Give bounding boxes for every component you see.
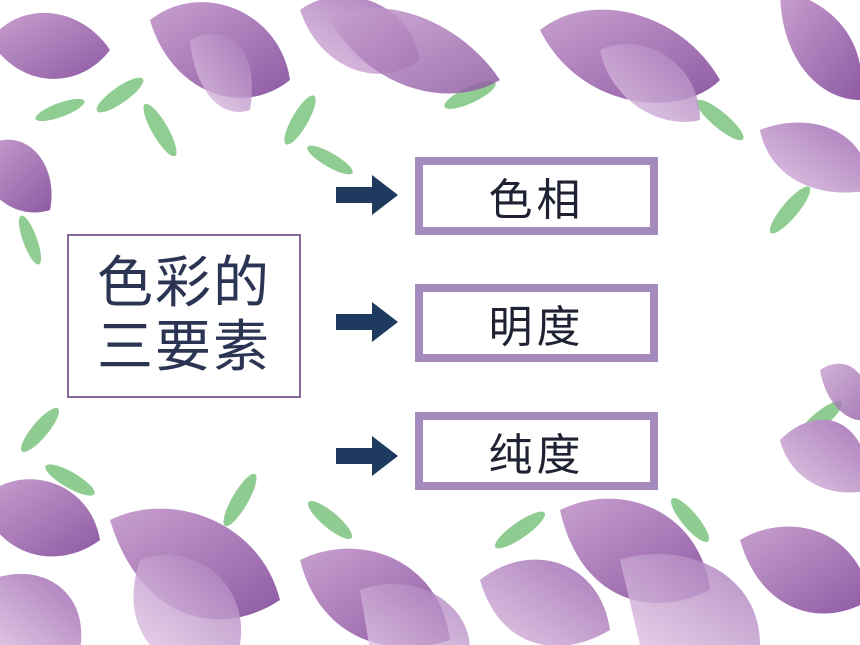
element-box-value: 明度 — [415, 284, 658, 362]
arrow-right-icon — [336, 436, 398, 476]
element-label-hue: 色相 — [488, 175, 585, 226]
arrow-right-icon — [336, 302, 398, 342]
arrow-right-icon — [336, 175, 398, 215]
element-label-saturation: 纯度 — [488, 430, 585, 481]
top-leaves — [18, 77, 811, 265]
element-box-saturation: 纯度 — [415, 412, 658, 490]
top-flowers — [0, 0, 860, 213]
title-line-1: 色彩的 — [97, 251, 271, 316]
element-box-hue: 色相 — [415, 157, 658, 235]
element-label-value: 明度 — [488, 302, 585, 353]
title-line-2: 三要素 — [97, 315, 271, 380]
title-box: 色彩的 三要素 — [67, 234, 301, 398]
bottom-flowers — [0, 363, 860, 645]
